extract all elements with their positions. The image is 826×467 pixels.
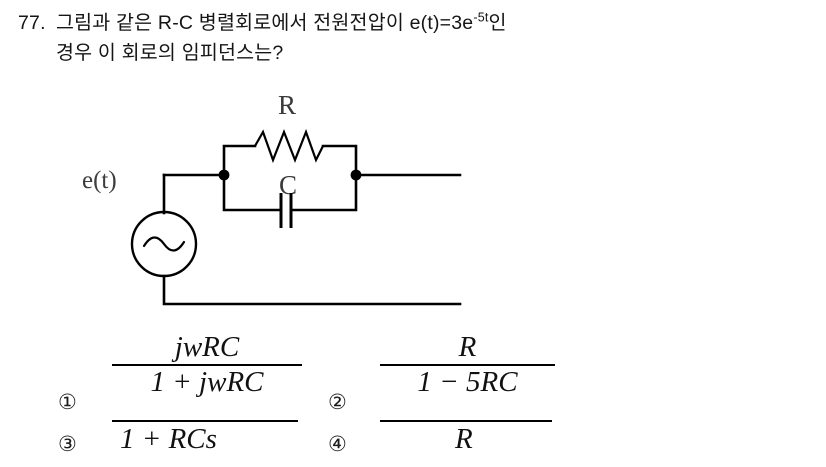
choice-1-numerator: jwRC: [174, 331, 240, 363]
question-line-1-text: 그림과 같은 R-C 병렬회로에서 전원전압이 e(t)=3e: [56, 12, 474, 34]
choice-3-marker[interactable]: ③: [58, 433, 77, 456]
resistor-label: R: [278, 90, 296, 120]
choice-1-fraction: jwRC 1 + jwRC: [112, 332, 302, 397]
question-block: 77. 그림과 같은 R-C 병렬회로에서 전원전압이 e(t)=3e-5t인 경…: [18, 8, 808, 68]
sine-wave-icon: [142, 236, 186, 252]
choice-1-marker[interactable]: ①: [58, 391, 77, 414]
capacitor-label: C: [279, 170, 297, 200]
question-exponent: -5t: [473, 10, 489, 25]
choice-2-marker[interactable]: ②: [328, 391, 347, 414]
answer-choices: ① jwRC 1 + jwRC ② R 1 − 5RC ③ 1 + RCs ④ …: [0, 330, 826, 467]
source-label: e(t): [82, 167, 117, 194]
choice-1-denominator: 1 + jwRC: [150, 365, 264, 398]
question-line-2: 경우 이 회로의 임피던스는?: [56, 42, 284, 64]
choice-1-fraction-bar: [112, 363, 302, 366]
question-number: 77.: [18, 12, 46, 34]
choice-2-numerator: R: [458, 331, 477, 363]
resistor-symbol: [254, 128, 324, 164]
capacitor-branch-right-wire: [291, 173, 358, 212]
junction-node-right: [350, 169, 362, 181]
choice-3-expression: 1 + RCs: [120, 423, 217, 455]
capacitor-branch-left-wire: [222, 173, 281, 212]
choice-4-rule: [380, 420, 552, 422]
choice-4-marker[interactable]: ④: [328, 433, 347, 456]
choice-2-fraction-bar: [380, 363, 555, 366]
choice-4-expression: R: [455, 423, 473, 455]
choice-3-rule: [112, 420, 298, 422]
choice-2-denominator: 1 − 5RC: [417, 365, 518, 398]
choice-2-fraction: R 1 − 5RC: [380, 332, 555, 397]
circuit-diagram: R C e(t): [60, 88, 500, 318]
question-line-1-suffix: 인: [488, 12, 507, 34]
return-wire: [162, 274, 462, 306]
question-line-1: 77. 그림과 같은 R-C 병렬회로에서 전원전압이 e(t)=3e-5t인: [18, 8, 808, 38]
resistor-branch-left-wire: [222, 144, 257, 177]
junction-node-left: [218, 169, 230, 181]
resistor-branch-right-wire: [321, 144, 358, 177]
